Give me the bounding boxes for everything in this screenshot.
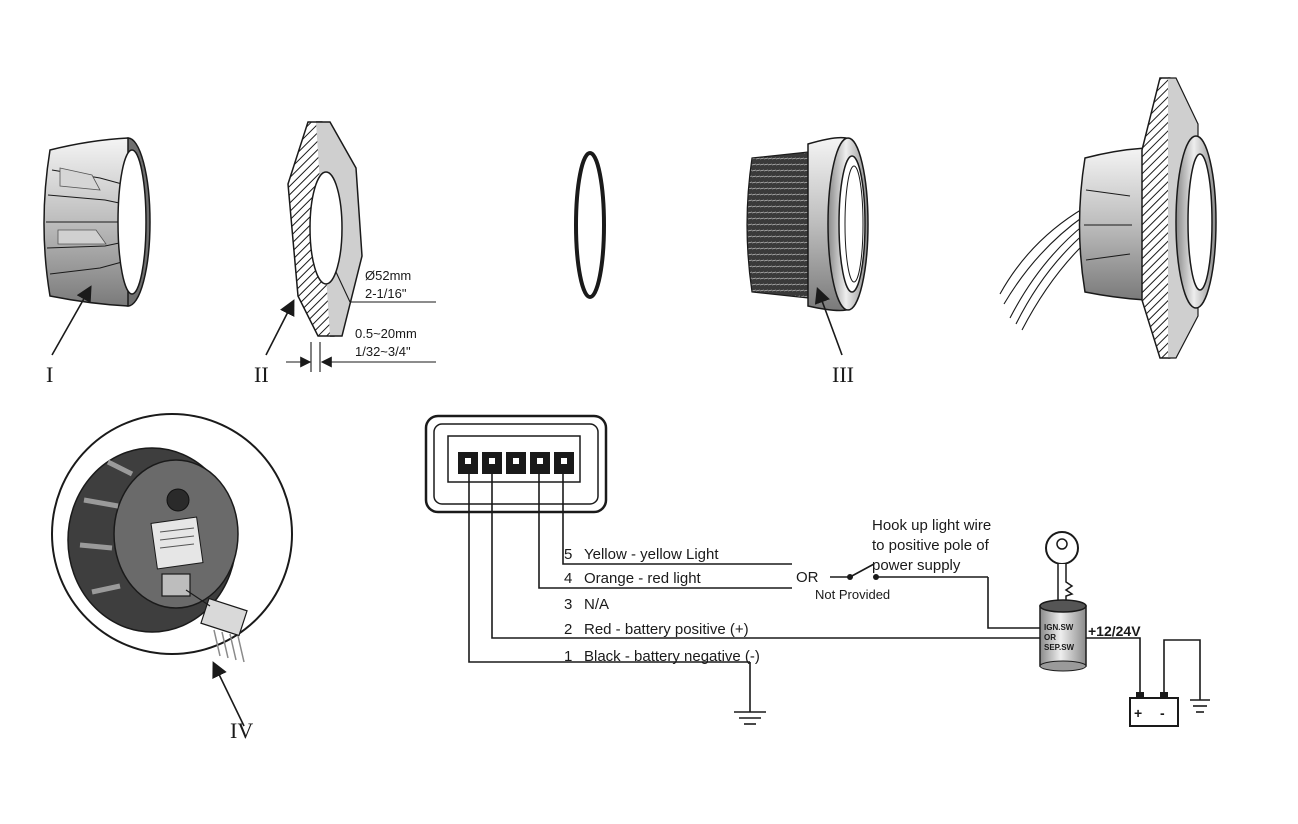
assembled-gauge: [999, 77, 1217, 359]
part-label-3: III: [832, 362, 854, 387]
supply-voltage: +12/24V: [1088, 623, 1141, 639]
connector-plug: [424, 414, 608, 514]
arrow-part-3: [814, 286, 843, 356]
part-label-1: I: [46, 362, 53, 387]
note-line-3: power supply: [872, 557, 961, 574]
wire-pin-2: 2: [564, 621, 572, 638]
o-ring: [574, 151, 606, 299]
panel-part: Ø52mm 2-1/16" 0.5~20mm 1/32~3/4" II: [254, 121, 436, 387]
arrow-part-1: [51, 285, 92, 356]
gauge-rear-view: IV: [51, 413, 293, 743]
wire-1: [468, 474, 750, 663]
note-line-2: to positive pole of: [872, 537, 990, 554]
wire-label-2: Red - battery positive (+): [584, 621, 749, 638]
hole-diameter-in: 2-1/16": [365, 286, 407, 301]
battery: + -: [1129, 639, 1210, 727]
arrow-part-2: [265, 299, 295, 356]
wire-2: [491, 474, 1040, 639]
ignition-switch: IGN.SW OR SEP.SW +12/24V: [1039, 531, 1141, 698]
part-label-4: IV: [230, 718, 253, 743]
note-line-1: Hook up light wire: [872, 517, 991, 534]
bezel-part: I: [43, 137, 151, 387]
wire-5: [562, 474, 792, 565]
battery-plus: +: [1134, 705, 1142, 721]
wire-label-5: Yellow - yellow Light: [584, 546, 719, 563]
wire-label-4: Orange - red light: [584, 570, 702, 587]
ign-label-2: OR: [1044, 633, 1056, 642]
part-label-2: II: [254, 362, 269, 387]
arrow-part-4: [212, 661, 245, 727]
wire-label-3: N/A: [584, 596, 609, 613]
ign-label-3: SEP.SW: [1044, 643, 1075, 652]
wire-label-1: Black - battery negative (-): [584, 648, 760, 665]
nut-part: III: [746, 136, 869, 387]
wire-pin-4: 4: [564, 570, 572, 587]
wire-pin-5: 5: [564, 546, 572, 563]
panel-thickness-in: 1/32~3/4": [355, 344, 411, 359]
battery-minus: -: [1160, 705, 1165, 721]
light-switch: [849, 563, 875, 578]
or-label: OR: [796, 569, 819, 586]
wire-pin-1: 1: [564, 648, 572, 665]
not-provided-label: Not Provided: [815, 587, 890, 602]
ign-label-1: IGN.SW: [1044, 623, 1074, 632]
wiring: 5 Yellow - yellow Light 4 Orange - red l…: [468, 474, 1040, 725]
wire-pin-3: 3: [564, 596, 572, 613]
wire-4: [538, 474, 792, 589]
hole-diameter-mm: Ø52mm: [365, 268, 411, 283]
panel-thickness-mm: 0.5~20mm: [355, 326, 417, 341]
